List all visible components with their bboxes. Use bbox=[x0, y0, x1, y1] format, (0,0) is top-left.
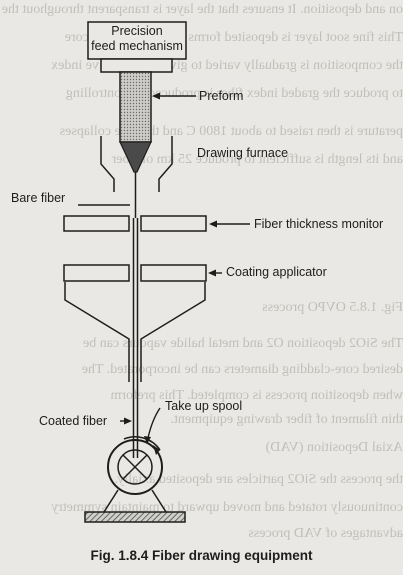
feed-mechanism-label-line1: Precision bbox=[111, 24, 163, 38]
preform-label: Preform bbox=[199, 89, 244, 103]
spool-stand bbox=[84, 489, 186, 523]
fiber-thickness-monitor-label: Fiber thickness monitor bbox=[254, 217, 384, 231]
coating-funnel bbox=[64, 282, 206, 382]
fiber-line bbox=[132, 172, 139, 458]
take-up-spool-label: Take up spool bbox=[165, 399, 243, 413]
label-leaders bbox=[120, 92, 250, 444]
drawing-furnace-label: Drawing furnace bbox=[197, 146, 289, 160]
arrowhead-icon bbox=[208, 269, 216, 277]
drawing-furnace bbox=[100, 136, 173, 192]
take-up-spool bbox=[107, 436, 163, 495]
feed-mechanism bbox=[87, 21, 187, 73]
arrowhead-icon bbox=[144, 436, 151, 444]
take-up-spool-leader bbox=[147, 407, 161, 439]
fiber-thickness-monitor bbox=[63, 215, 207, 232]
coated-fiber-label: Coated fiber bbox=[39, 414, 108, 428]
coating-applicator bbox=[63, 264, 207, 282]
coating-applicator-label: Coating applicator bbox=[226, 265, 327, 279]
bare-fiber-label: Bare fiber bbox=[11, 191, 66, 205]
arrowhead-icon bbox=[124, 417, 132, 425]
feed-mechanism-label-line2: feed mechanism bbox=[91, 39, 183, 53]
arrowhead-icon bbox=[209, 220, 217, 228]
figure-caption: Fig. 1.8.4 Fiber drawing equipment bbox=[90, 548, 313, 563]
arrowhead-icon bbox=[152, 92, 160, 100]
preform bbox=[119, 71, 152, 173]
feed-mechanism-label: Precision feed mechanism bbox=[88, 24, 186, 54]
